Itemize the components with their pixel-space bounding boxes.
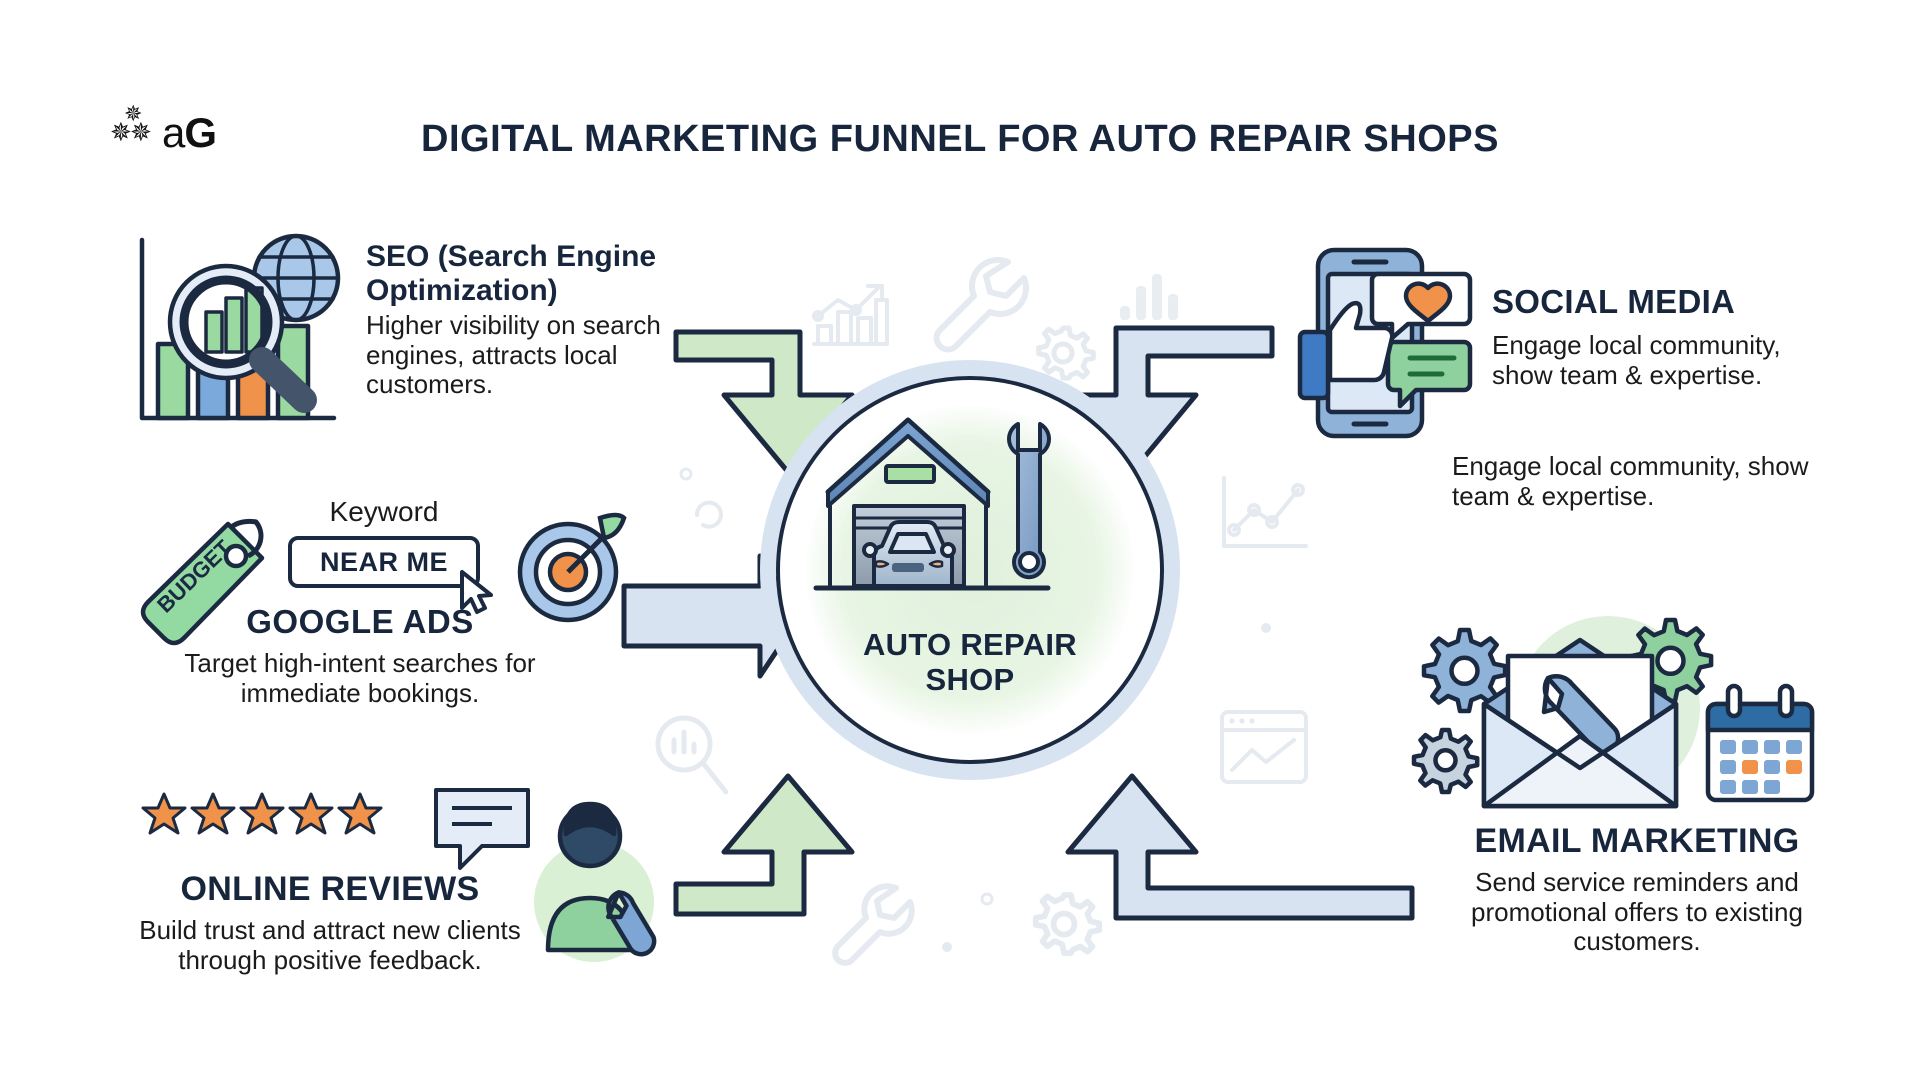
google-ads-heading: GOOGLE ADS: [246, 603, 474, 640]
center-label-line2: SHOP: [925, 661, 1015, 697]
seo-heading: SEO (Search Engine Optimization): [366, 240, 657, 307]
logo-letter-a: a: [162, 109, 185, 156]
center-label-line1: AUTO REPAIR: [862, 627, 1077, 662]
logo-wordmark: aG: [162, 109, 217, 156]
social-media-icon: [1296, 244, 1488, 444]
wrench-icon: [922, 252, 1029, 360]
keyword-search-widget: Keyword NEAR ME: [288, 496, 493, 614]
dot-icon: [940, 940, 954, 954]
channel-seo: SEO (Search Engine Optimization) Higher …: [366, 240, 736, 400]
social-media-body-repeat: Engage local community, show team & expe…: [1452, 451, 1809, 511]
growth-bar-chart-icon: [808, 278, 890, 350]
dot-icon: [980, 892, 994, 906]
email-marketing-heading: EMAIL MARKETING: [1474, 822, 1800, 860]
center-label: AUTO REPAIR SHOP: [760, 627, 1180, 697]
garage-with-car-and-wrench-icon: [812, 410, 1128, 620]
online-reviews-heading: ONLINE REVIEWS: [180, 870, 480, 908]
social-media-body: Engage local community, show team & expe…: [1492, 329, 1781, 390]
bar-levels-icon: [1118, 272, 1180, 322]
page-title: DIGITAL MARKETING FUNNEL FOR AUTO REPAIR…: [421, 118, 1499, 160]
target-dartboard-icon: [512, 510, 630, 628]
brand-logo: ✵ ✵ ✵ aG: [108, 102, 217, 156]
search-input[interactable]: NEAR ME: [288, 536, 480, 588]
channel-google-ads: GOOGLE ADS Target high-intent searches f…: [150, 603, 570, 708]
cursor-pointer-icon: [460, 570, 493, 614]
online-reviews-body: Build trust and attract new clients thro…: [139, 915, 521, 975]
channel-social-media: SOCIAL MEDIA Engage local community, sho…: [1492, 283, 1792, 390]
center-hub: AUTO REPAIR SHOP: [760, 360, 1180, 780]
keyword-label: Keyword: [329, 496, 439, 527]
chat-bubble-icon: [430, 780, 534, 874]
budget-tag-icon: BUDGET: [132, 510, 277, 660]
wrench-outline-icon: [822, 880, 915, 974]
line-chart-icon: [1218, 472, 1310, 554]
logo-letter-g: G: [184, 109, 217, 156]
channel-online-reviews: ONLINE REVIEWS Build trust and attract n…: [120, 870, 540, 975]
arc-icon: [692, 498, 726, 532]
snowflake-asterisks-icon: ✵ ✵ ✵: [110, 102, 152, 148]
google-ads-body: Target high-intent searches for immediat…: [184, 647, 536, 708]
mechanic-avatar-icon: [532, 792, 668, 962]
email-marketing-body: Send service reminders and promotional o…: [1471, 867, 1803, 957]
dot-icon: [678, 466, 694, 482]
seo-body: Higher visibility on search engines, att…: [366, 310, 661, 400]
browser-window-chart-icon: [1218, 708, 1310, 786]
magnifier-chart-icon: [652, 712, 732, 800]
social-media-heading: SOCIAL MEDIA: [1492, 283, 1736, 320]
dot-icon: [1258, 620, 1274, 636]
social-media-body-repeat-block: Engage local community, show team & expe…: [1452, 451, 1832, 511]
seo-icon: [128, 226, 348, 436]
gear-outline-icon: [1028, 888, 1103, 960]
five-stars-rating: [140, 790, 390, 836]
search-input-value: NEAR ME: [319, 546, 448, 577]
channel-email-marketing: EMAIL MARKETING Send service reminders a…: [1432, 822, 1842, 957]
email-marketing-icon: [1411, 608, 1815, 820]
